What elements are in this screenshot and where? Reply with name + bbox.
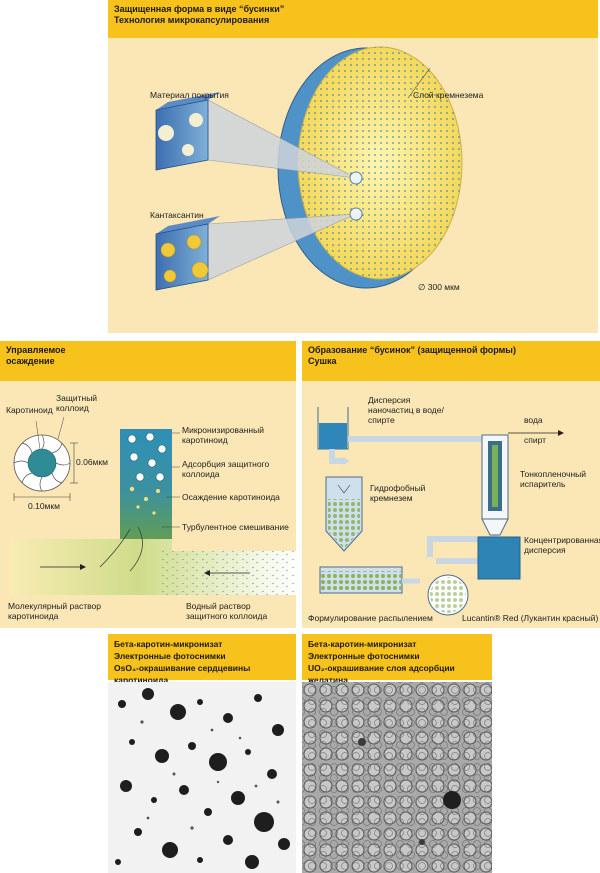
label-canthaxanthin: Кантаксантин bbox=[150, 210, 204, 220]
panel5-line1: Бета-каротин-микронизат bbox=[308, 639, 417, 649]
panel1-header: Защищенная форма в виде “бусинки” Технол… bbox=[108, 0, 598, 38]
panel3-header: Образование “бусинок” (защищенной формы)… bbox=[302, 341, 600, 381]
panel1-body: Материал покрытия Кантаксантин Слой крем… bbox=[108, 38, 598, 333]
em-photo-uo2-image bbox=[302, 682, 492, 873]
label-lucantin-red: Lucantin® Red (Лукантин красный) bbox=[462, 613, 599, 623]
microcapsule-diagram bbox=[155, 46, 463, 291]
em-photo-oso4 bbox=[108, 682, 296, 873]
bead-point-upper bbox=[349, 171, 363, 185]
panel3-body: Дисперсия наночастиц в воде/спирте вода … bbox=[302, 381, 600, 628]
panel3-subtitle: Сушка bbox=[308, 356, 337, 366]
panel5-line3: UO₂-окрашивание слоя адсорбции желатина bbox=[308, 663, 455, 685]
concentrated-tank bbox=[477, 536, 521, 580]
label-precipitation: Осаждение каротиноида bbox=[182, 492, 280, 502]
panel2-title: Управляемое bbox=[6, 345, 66, 355]
precipitation-diagram bbox=[10, 416, 296, 595]
label-bead-size: ∅ 300 мкм bbox=[418, 282, 460, 292]
label-concentrated-dispersion: Концентрированная дисперсия bbox=[524, 535, 600, 555]
label-alcohol: спирт bbox=[524, 435, 547, 445]
label-silica-layer: Слой кремнезема bbox=[413, 90, 484, 100]
panel4-line2: Электронные фотоснимки bbox=[114, 651, 226, 661]
panel2-body: Каротиноид Защитный коллоид 0.06мкм 0.10… bbox=[0, 381, 296, 628]
label-coating-material: Материал покрытия bbox=[150, 90, 229, 100]
label-dim-vertical: 0.06мкм bbox=[76, 457, 108, 467]
panel2-subtitle: осаждение bbox=[6, 356, 55, 366]
drying-diagram bbox=[317, 407, 564, 616]
label-spray-formulation: Формулирование распылением bbox=[308, 613, 433, 623]
label-evaporator: Тонкопленочный испаритель bbox=[520, 469, 586, 489]
panel1-title: Защищенная форма в виде “бусинки” bbox=[114, 4, 285, 14]
panel4-line1: Бета-каротин-микронизат bbox=[114, 639, 223, 649]
label-turbulent-mixing: Турбулентное смешивание bbox=[182, 522, 289, 532]
panel4-header: Бета-каротин-микронизат Электронные фото… bbox=[108, 634, 296, 685]
label-molecular-solution: Молекулярный раствор каротиноида bbox=[8, 601, 101, 621]
label-adsorption: Адсорбция защитного коллоида bbox=[182, 459, 270, 479]
label-micronized-carotenoid: Микронизированный каротиноид bbox=[182, 425, 264, 445]
panel1-subtitle: Технология микрокапсулирования bbox=[114, 15, 270, 25]
micelle-core bbox=[27, 448, 57, 478]
panel4-line3: OsO₄-окрашивание сердцевины каротиноида bbox=[114, 663, 251, 685]
label-water: вода bbox=[524, 415, 543, 425]
label-dim-horizontal: 0.10мкм bbox=[28, 501, 60, 511]
label-protective-colloid: Защитный коллоид bbox=[56, 393, 98, 413]
bead-point-lower bbox=[349, 207, 363, 221]
label-carotenoid: Каротиноид bbox=[6, 405, 53, 415]
em-photo-oso4-image bbox=[115, 688, 290, 869]
panel5-header: Бета-каротин-микронизат Электронные фото… bbox=[302, 634, 492, 685]
panel5-line2: Электронные фотоснимки bbox=[308, 651, 420, 661]
em-photo-uo2 bbox=[302, 682, 492, 873]
canthaxanthin-block bbox=[155, 223, 209, 291]
label-aqueous-solution: Водный раствор защитного коллоида bbox=[186, 601, 268, 621]
label-hydrophobic-silica: Гидрофобный кремнезем bbox=[370, 483, 426, 503]
panel2-header: Управляемое осаждение bbox=[0, 341, 296, 381]
label-nanoparticle-dispersion: Дисперсия наночастиц в воде/спирте bbox=[368, 395, 444, 425]
panel3-title: Образование “бусинок” (защищенной формы) bbox=[308, 345, 516, 355]
